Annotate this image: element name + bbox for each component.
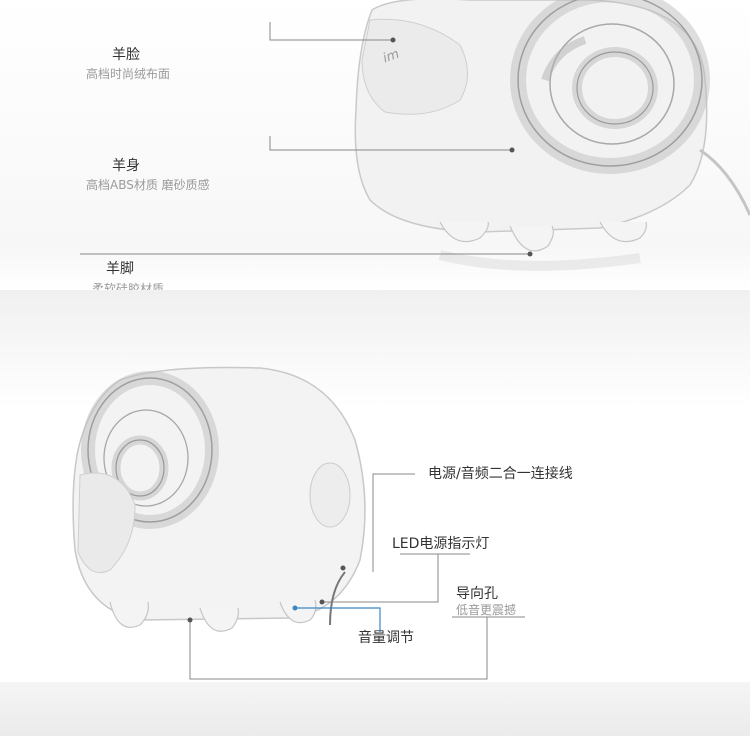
footer-band <box>0 682 750 736</box>
volume-control-label: 音量调节 <box>358 630 414 646</box>
guide-hole-description: 低音更震撼 <box>456 603 517 617</box>
face-description: 高档时尚绒布面 <box>86 67 171 81</box>
speaker-closeup-illustration <box>80 0 750 271</box>
materials-panel: 羊脸 高档时尚绒布面 羊身 高档ABS材质 磨砂质感 羊脚 柔软硅胶材质 im <box>0 0 750 295</box>
power-audio-cable-label: 电源/音频二合一连接线 <box>428 466 573 482</box>
guide-hole-title: 导向孔 <box>456 586 498 602</box>
body-title: 羊身 <box>112 158 140 174</box>
speaker-rear-illustration <box>72 366 525 680</box>
feet-title: 羊脚 <box>106 261 134 277</box>
face-title: 羊脸 <box>112 47 140 63</box>
body-description: 高档ABS材质 磨砂质感 <box>86 178 210 192</box>
ports-panel: 电源/音频二合一连接线 LED电源指示灯 导向孔 低音更震撼 音量调节 <box>0 290 750 682</box>
led-indicator-label: LED电源指示灯 <box>392 536 490 552</box>
